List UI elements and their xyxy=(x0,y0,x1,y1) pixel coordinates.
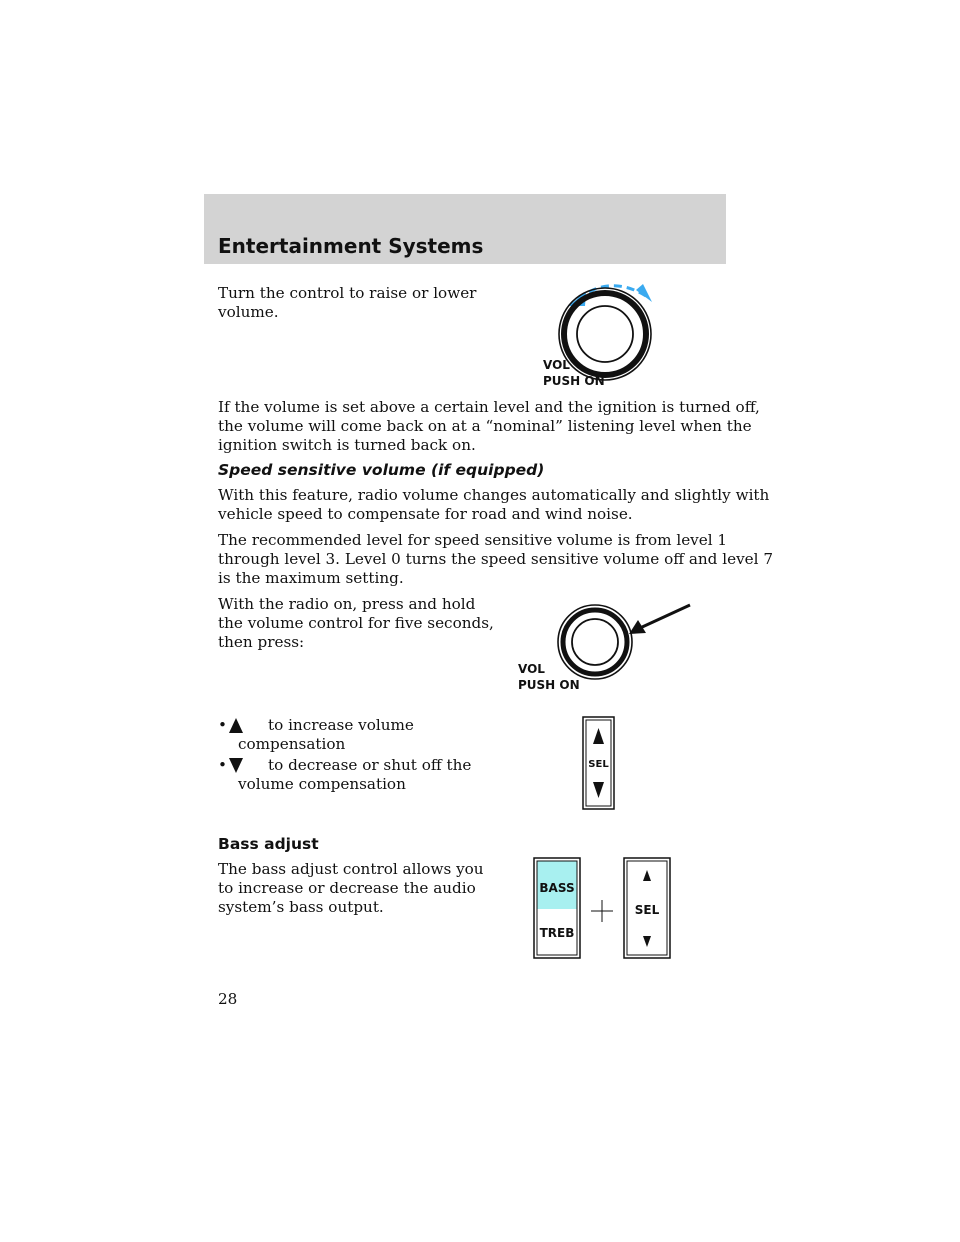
bullet-line-2: volume compensation xyxy=(238,775,406,793)
section-title: Entertainment Systems xyxy=(218,234,484,258)
bullet-line-1: to increase volume xyxy=(268,716,414,734)
page-number: 28 xyxy=(218,990,238,1008)
sel-button: SEL xyxy=(623,857,671,959)
volume-knob-press-illustration: VOL PUSH ON xyxy=(518,603,691,692)
volume-knob-illustration: VOL PUSH ON xyxy=(543,284,652,388)
plus-icon xyxy=(591,900,613,922)
sel-label: SEL xyxy=(588,759,609,770)
speed-sensitive-p1: With this feature, radio volume changes … xyxy=(218,486,770,523)
bullet-dot: • xyxy=(218,756,227,774)
pointer-arrow-icon xyxy=(629,603,691,634)
down-arrow-icon xyxy=(229,758,243,773)
push-on-label: PUSH ON xyxy=(518,678,580,692)
up-arrow-icon xyxy=(643,870,651,881)
up-arrow-icon xyxy=(593,728,604,744)
bass-adjust-text: The bass adjust control allows you to in… xyxy=(218,860,484,916)
vol-label: VOL xyxy=(518,662,545,676)
down-arrow-icon xyxy=(643,936,651,947)
volume-knob xyxy=(558,287,652,381)
sel-rocker-illustration: SEL xyxy=(582,716,615,810)
up-arrow-icon xyxy=(229,718,243,733)
speed-sensitive-heading: Speed sensitive volume (if equipped) xyxy=(218,461,545,479)
speed-sensitive-p3: With the radio on, press and hold the vo… xyxy=(218,595,494,651)
down-arrow-icon xyxy=(593,782,604,798)
bass-label: BASS xyxy=(539,881,574,895)
bullet-line-2: compensation xyxy=(238,735,346,753)
section-header: Entertainment Systems xyxy=(204,194,726,264)
bass-treb-button: BASS TREB xyxy=(533,857,581,959)
volume-knob xyxy=(557,604,633,680)
volume-intro-text: Turn the control to raise or lower volum… xyxy=(218,284,477,321)
bass-treble-illustration: BASS TREB SEL xyxy=(533,857,671,959)
nominal-volume-text: If the volume is set above a certain lev… xyxy=(218,398,760,454)
sel-label: SEL xyxy=(635,903,660,917)
speed-sensitive-p2: The recommended level for speed sensitiv… xyxy=(218,531,773,587)
vol-label: VOL xyxy=(543,358,570,372)
treb-label: TREB xyxy=(540,926,575,940)
bass-adjust-heading: Bass adjust xyxy=(218,835,319,853)
push-on-label: PUSH ON xyxy=(543,374,605,388)
bullet-dot: • xyxy=(218,716,227,734)
bullet-line-1: to decrease or shut off the xyxy=(268,756,472,774)
